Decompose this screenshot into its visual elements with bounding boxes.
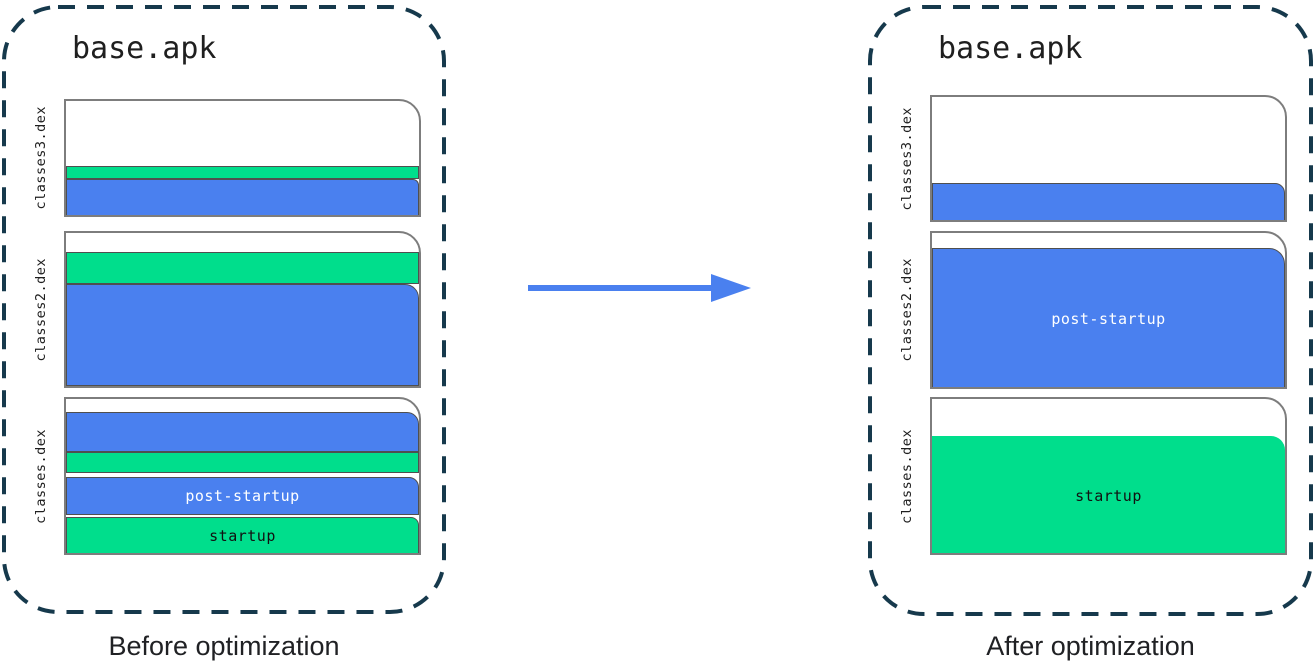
- post-startup-band: [66, 284, 419, 386]
- dex-file-label: classes2.dex: [884, 231, 930, 389]
- before-caption: Before optimization: [108, 631, 340, 661]
- right-arrow-icon: [528, 274, 751, 302]
- dex-file-row: classes3.dex: [884, 95, 1287, 222]
- unused-band: [932, 97, 1285, 183]
- startup-band: startup: [932, 436, 1285, 553]
- startup-band-label: startup: [1075, 486, 1142, 505]
- dex-file-label-text: classes2.dex: [33, 257, 49, 362]
- dex-file-row: classes3.dex: [18, 99, 421, 217]
- dex-file-row: classes.dex startup: [884, 397, 1287, 555]
- dex-file-label-text: classes.dex: [33, 428, 49, 524]
- unused-band: [932, 399, 1285, 436]
- startup-band: [66, 252, 419, 284]
- after-panel: base.apk classes3.dex classes2.dex post-st…: [868, 5, 1313, 616]
- unused-band: [932, 233, 1285, 248]
- startup-band-label: startup: [209, 527, 276, 545]
- post-startup-band: [66, 412, 419, 452]
- apk-title: base.apk: [938, 31, 1083, 66]
- dex-file-label: classes.dex: [18, 397, 64, 555]
- dex-file-label: classes2.dex: [18, 231, 64, 388]
- post-startup-band: post-startup: [66, 477, 419, 515]
- dex-file: [64, 99, 421, 217]
- dex-file-row: classes2.dex: [18, 231, 421, 388]
- dex-file-label: classes3.dex: [18, 99, 64, 217]
- dex-file: startup: [930, 397, 1287, 555]
- post-startup-band: [932, 183, 1285, 220]
- unused-band: [66, 233, 419, 252]
- dex-file-label-text: classes2.dex: [899, 258, 915, 362]
- after-caption: After optimization: [986, 631, 1195, 661]
- dex-file: post-startup: [930, 231, 1287, 389]
- dex-file: [64, 231, 421, 388]
- post-startup-band: post-startup: [932, 248, 1285, 387]
- startup-band: [66, 166, 419, 179]
- unused-band: [66, 101, 419, 166]
- dex-file-label: classes3.dex: [884, 95, 930, 222]
- dex-file: post-startup startup: [64, 397, 421, 555]
- unused-band: [66, 399, 419, 412]
- dex-file-row: classes.dex post-startup startup: [18, 397, 421, 555]
- post-startup-band: [66, 179, 419, 215]
- apk-title: base.apk: [72, 31, 217, 66]
- dex-file-label-text: classes.dex: [899, 428, 915, 524]
- startup-band: startup: [66, 517, 419, 553]
- dex-file-label: classes.dex: [884, 397, 930, 555]
- post-startup-band-label: post-startup: [185, 487, 300, 505]
- dex-file-label-text: classes3.dex: [899, 106, 915, 211]
- startup-band: [66, 452, 419, 473]
- dex-file-label-text: classes3.dex: [33, 106, 49, 210]
- dex-file: [930, 95, 1287, 222]
- before-panel: base.apk classes3.dex classes2.dex classes…: [2, 5, 446, 614]
- dex-file-row: classes2.dex post-startup: [884, 231, 1287, 389]
- post-startup-band-label: post-startup: [1051, 309, 1166, 328]
